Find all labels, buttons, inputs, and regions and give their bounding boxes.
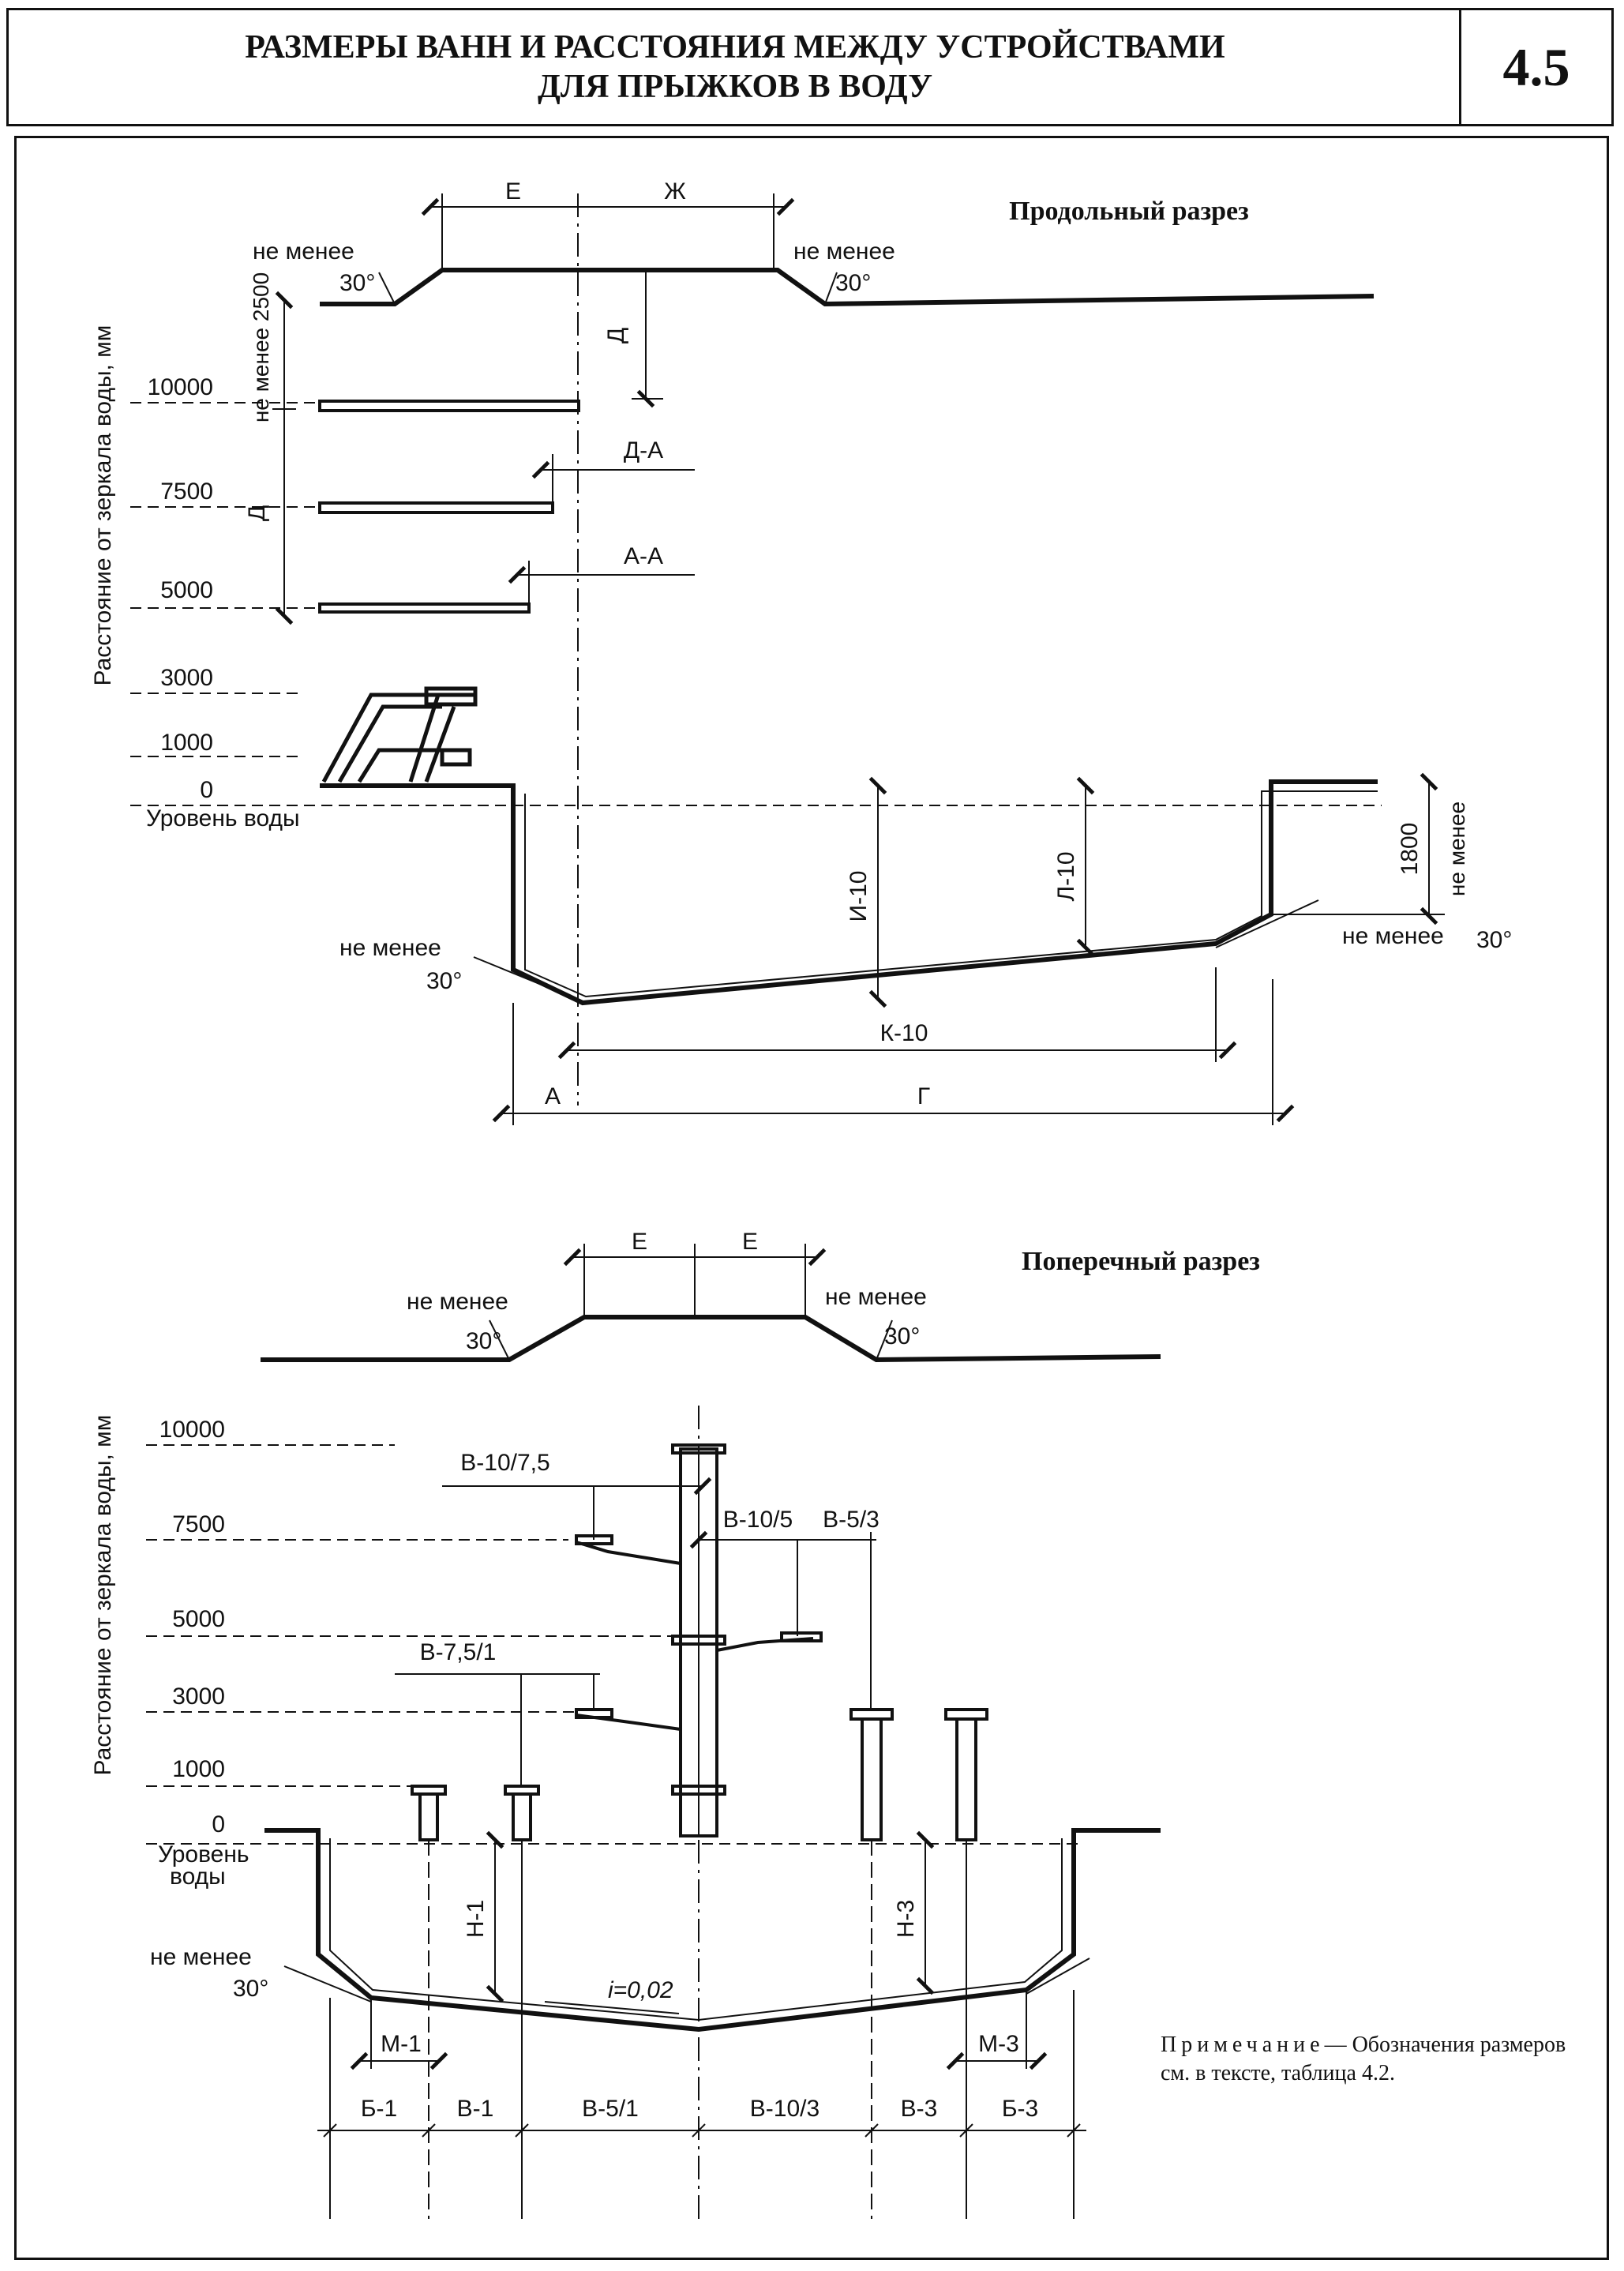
drawing-frame — [14, 136, 1609, 2260]
trans-min-bottom: не менее — [150, 1944, 252, 1970]
transverse-section: Поперечный разрез Расстояние от зеркала … — [90, 1229, 1260, 2219]
trans-dim-E-left: Е — [632, 1229, 647, 1255]
long-dim-D-left: Д — [244, 505, 270, 521]
long-springboard-stand — [321, 686, 478, 783]
long-level-3000: 3000 — [160, 665, 213, 691]
trans-dim-N3: Н-3 — [893, 1900, 919, 1938]
long-dim-DA: Д-А — [624, 437, 663, 464]
trans-angle-right: 30° — [884, 1323, 920, 1349]
trans-dim-E-right: Е — [742, 1229, 758, 1255]
trans-min-right: не менее — [825, 1284, 927, 1310]
footnote-text: — Обозначения размеров см. в тексте, таб… — [1161, 2033, 1566, 2085]
long-dim-min-2500: не менее 2500 — [249, 272, 273, 422]
long-dim-Zh: Ж — [664, 178, 686, 205]
long-level-lines — [130, 402, 1382, 806]
long-dim-1800: 1800 — [1397, 823, 1423, 876]
long-dim-AA: А-А — [624, 543, 663, 569]
long-dim-K10: К-10 — [880, 1020, 928, 1046]
long-platforms — [318, 400, 580, 614]
trans-dim-V5-1: В-5/1 — [582, 2096, 639, 2122]
longitudinal-section: Продольный разрез Расстояние от зеркала … — [90, 178, 1512, 1125]
long-level-7500: 7500 — [160, 479, 213, 505]
trans-angle-bottom: 30° — [233, 1976, 268, 2002]
trans-dim-V10-5: В-10/5 — [723, 1507, 793, 1533]
trans-min-left: не менее — [407, 1289, 508, 1315]
long-dim-G: Г — [917, 1083, 930, 1109]
long-level-10000: 10000 — [148, 374, 213, 400]
footnote: Примечание— Обозначения размеров см. в т… — [1161, 2031, 1571, 2088]
long-axis-label: Расстояние от зеркала воды, мм — [90, 325, 116, 686]
trans-level-10000: 10000 — [159, 1417, 225, 1443]
trans-dim-V75-1: В-7,5/1 — [420, 1639, 497, 1665]
long-angle-bottom-right: 30° — [1476, 927, 1512, 953]
long-min-bottom-left: не менее — [339, 935, 441, 961]
long-dim-A: А — [545, 1083, 561, 1109]
long-angle-bottom-left: 30° — [426, 968, 462, 994]
trans-dim-V1: В-1 — [457, 2096, 494, 2122]
trans-tower — [575, 1443, 823, 1837]
trans-level-0: 0 — [212, 1811, 225, 1837]
title-line-2: ДЛЯ ПРЫЖКОВ В ВОДУ — [537, 69, 933, 105]
trans-axis-label: Расстояние от зеркала воды, мм — [90, 1415, 116, 1776]
footnote-lead: Примечание — [1161, 2033, 1325, 2057]
section-number: 4.5 — [1459, 10, 1611, 124]
long-min-bottom-right: не менее — [1342, 923, 1444, 949]
sheet-title: РАЗМЕРЫ ВАНН И РАССТОЯНИЯ МЕЖДУ УСТРОЙСТ… — [9, 10, 1461, 124]
trans-dim-V10-3: В-10/3 — [750, 2096, 820, 2122]
trans-dim-N1: Н-1 — [463, 1900, 489, 1938]
trans-dim-M1: М-1 — [381, 2031, 422, 2057]
trans-slope: i=0,02 — [608, 1977, 673, 2003]
trans-dim-V3: В-3 — [901, 2096, 938, 2122]
long-water-level-label: Уровень воды — [146, 805, 300, 831]
trans-water-level-1: Уровень — [158, 1841, 249, 1867]
trans-level-3000: 3000 — [172, 1684, 225, 1710]
trans-dim-V10-75: В-10/7,5 — [460, 1450, 549, 1476]
long-pool-profile — [320, 779, 1378, 1006]
long-level-1000: 1000 — [160, 730, 213, 756]
transverse-title: Поперечный разрез — [1022, 1247, 1260, 1276]
trans-level-5000: 5000 — [172, 1606, 225, 1632]
trans-level-7500: 7500 — [172, 1511, 225, 1537]
trans-angle-left: 30° — [466, 1328, 501, 1354]
long-min-right: не менее — [793, 238, 895, 265]
trans-dim-B3: Б-3 — [1002, 2096, 1038, 2122]
long-angle-left: 30° — [339, 270, 375, 296]
longitudinal-title: Продольный разрез — [1009, 197, 1249, 226]
long-min-left: не менее — [253, 238, 354, 265]
long-level-0: 0 — [200, 777, 213, 803]
long-angle-right: 30° — [835, 270, 871, 296]
long-dim-L10: Л-10 — [1053, 851, 1079, 901]
trans-dim-B1: Б-1 — [361, 2096, 397, 2122]
trans-water-level-2: воды — [170, 1864, 226, 1890]
long-level-5000: 5000 — [160, 577, 213, 603]
long-dim-D-top: Д — [603, 328, 629, 343]
trans-level-lines — [146, 1444, 1082, 1845]
trans-dim-V5-3: В-5/3 — [823, 1507, 880, 1533]
trans-dim-M3: М-3 — [978, 2031, 1019, 2057]
trans-level-1000: 1000 — [172, 1756, 225, 1782]
long-dim-I10: И-10 — [846, 871, 872, 922]
trans-pool-profile — [264, 1828, 1161, 2033]
long-ceiling-line — [320, 268, 1375, 307]
sheet-header: РАЗМЕРЫ ВАНН И РАССТОЯНИЯ МЕЖДУ УСТРОЙСТ… — [6, 8, 1614, 126]
long-dim-E: Е — [505, 178, 521, 205]
long-dim-1800-min: не менее — [1445, 801, 1469, 896]
trans-ceiling-line — [261, 1315, 1161, 1363]
title-line-1: РАЗМЕРЫ ВАНН И РАССТОЯНИЯ МЕЖДУ УСТРОЙСТ… — [245, 29, 1225, 66]
